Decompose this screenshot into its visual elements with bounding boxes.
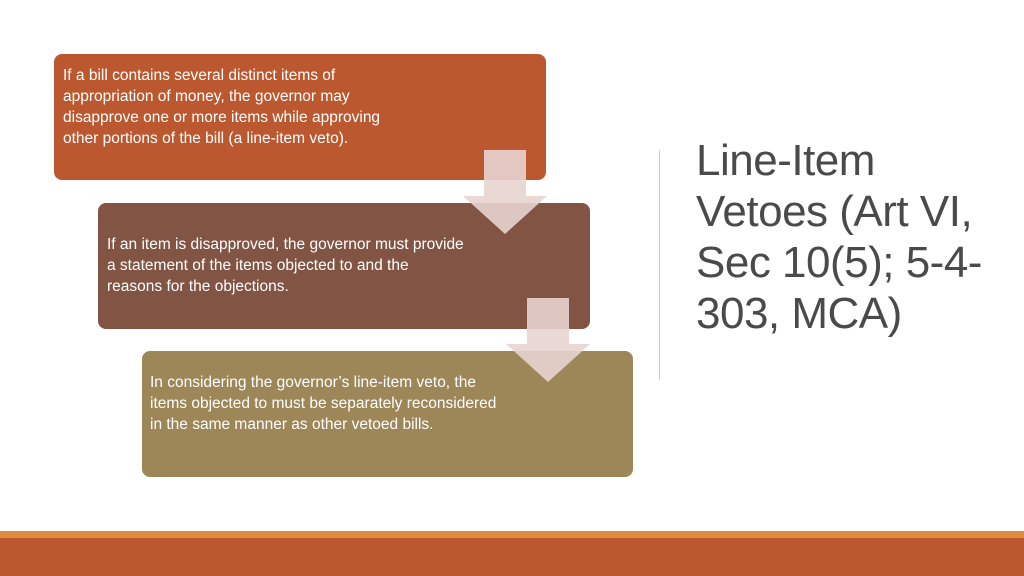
vertical-divider xyxy=(659,150,660,380)
process-step-2-text: If an item is disapproved, the governor … xyxy=(107,236,464,295)
footer-bar xyxy=(0,538,1024,576)
down-arrow-icon xyxy=(463,150,547,234)
down-arrow-icon xyxy=(506,298,590,382)
footer-accent-stripe xyxy=(0,531,1024,538)
process-step-3-text: In considering the governor’s line-item … xyxy=(150,374,497,433)
slide-title: Line-Item Vetoes (Art VI, Sec 10(5); 5-4… xyxy=(696,136,982,338)
process-step-3: In considering the governor’s line-item … xyxy=(142,351,633,477)
process-step-1: If a bill contains several distinct item… xyxy=(54,54,546,180)
process-step-1-text: If a bill contains several distinct item… xyxy=(63,67,381,147)
